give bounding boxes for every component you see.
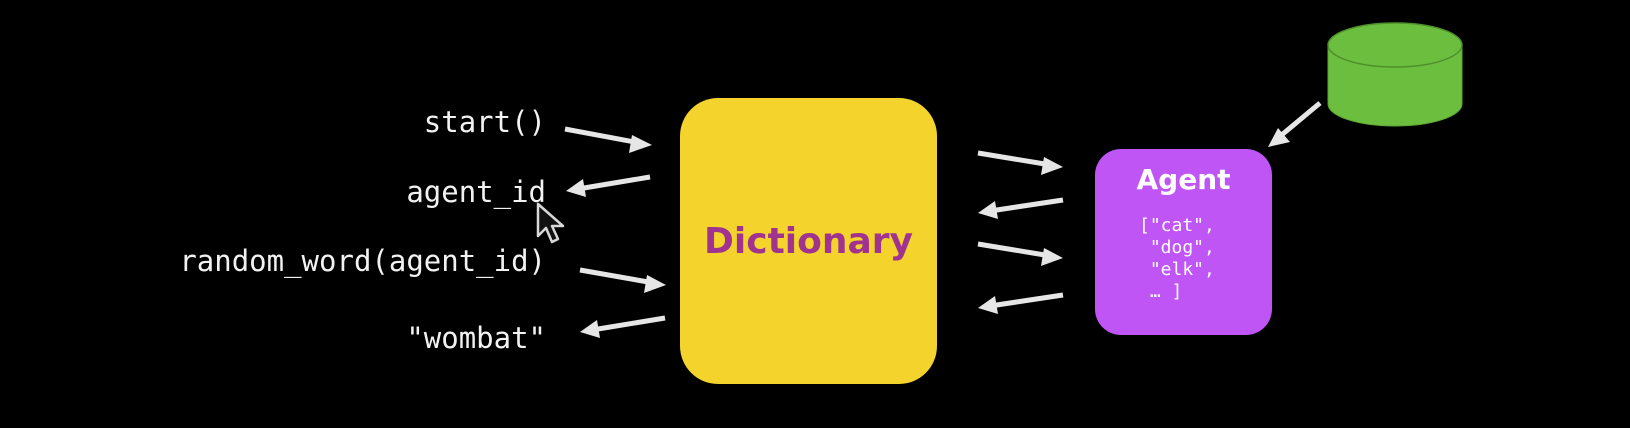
- agent-id-return-label: agent_id: [406, 175, 546, 209]
- agent-word-list: ["cat", "dog", "elk", … ]: [1139, 215, 1215, 302]
- database-cylinder-icon: [1327, 22, 1463, 127]
- arrow-agent-to-dictionary-1: [989, 197, 1064, 214]
- arrow-dictionary-to-agent-2: [977, 241, 1052, 259]
- arrow-random-word-to-dictionary: [579, 267, 655, 286]
- start-call-label: start(): [423, 105, 546, 139]
- arrow-dictionary-to-agent-1: [977, 150, 1052, 168]
- mouse-pointer-icon: [536, 202, 565, 244]
- arrow-database-to-agent: [1276, 101, 1322, 140]
- arrow-dictionary-to-wombat: [591, 315, 666, 333]
- arrow-agent-to-dictionary-2: [989, 292, 1064, 309]
- arrow-start-to-dictionary: [564, 126, 641, 146]
- agent-title: Agent: [1136, 163, 1231, 196]
- agent-box: Agent ["cat", "dog", "elk", … ]: [1095, 149, 1272, 335]
- random-word-call-label: random_word(agent_id): [179, 244, 546, 278]
- dictionary-box: Dictionary: [680, 98, 937, 384]
- arrow-dictionary-to-agent-id: [577, 174, 651, 192]
- dictionary-title: Dictionary: [704, 220, 913, 262]
- wombat-return-label: "wombat": [406, 321, 546, 355]
